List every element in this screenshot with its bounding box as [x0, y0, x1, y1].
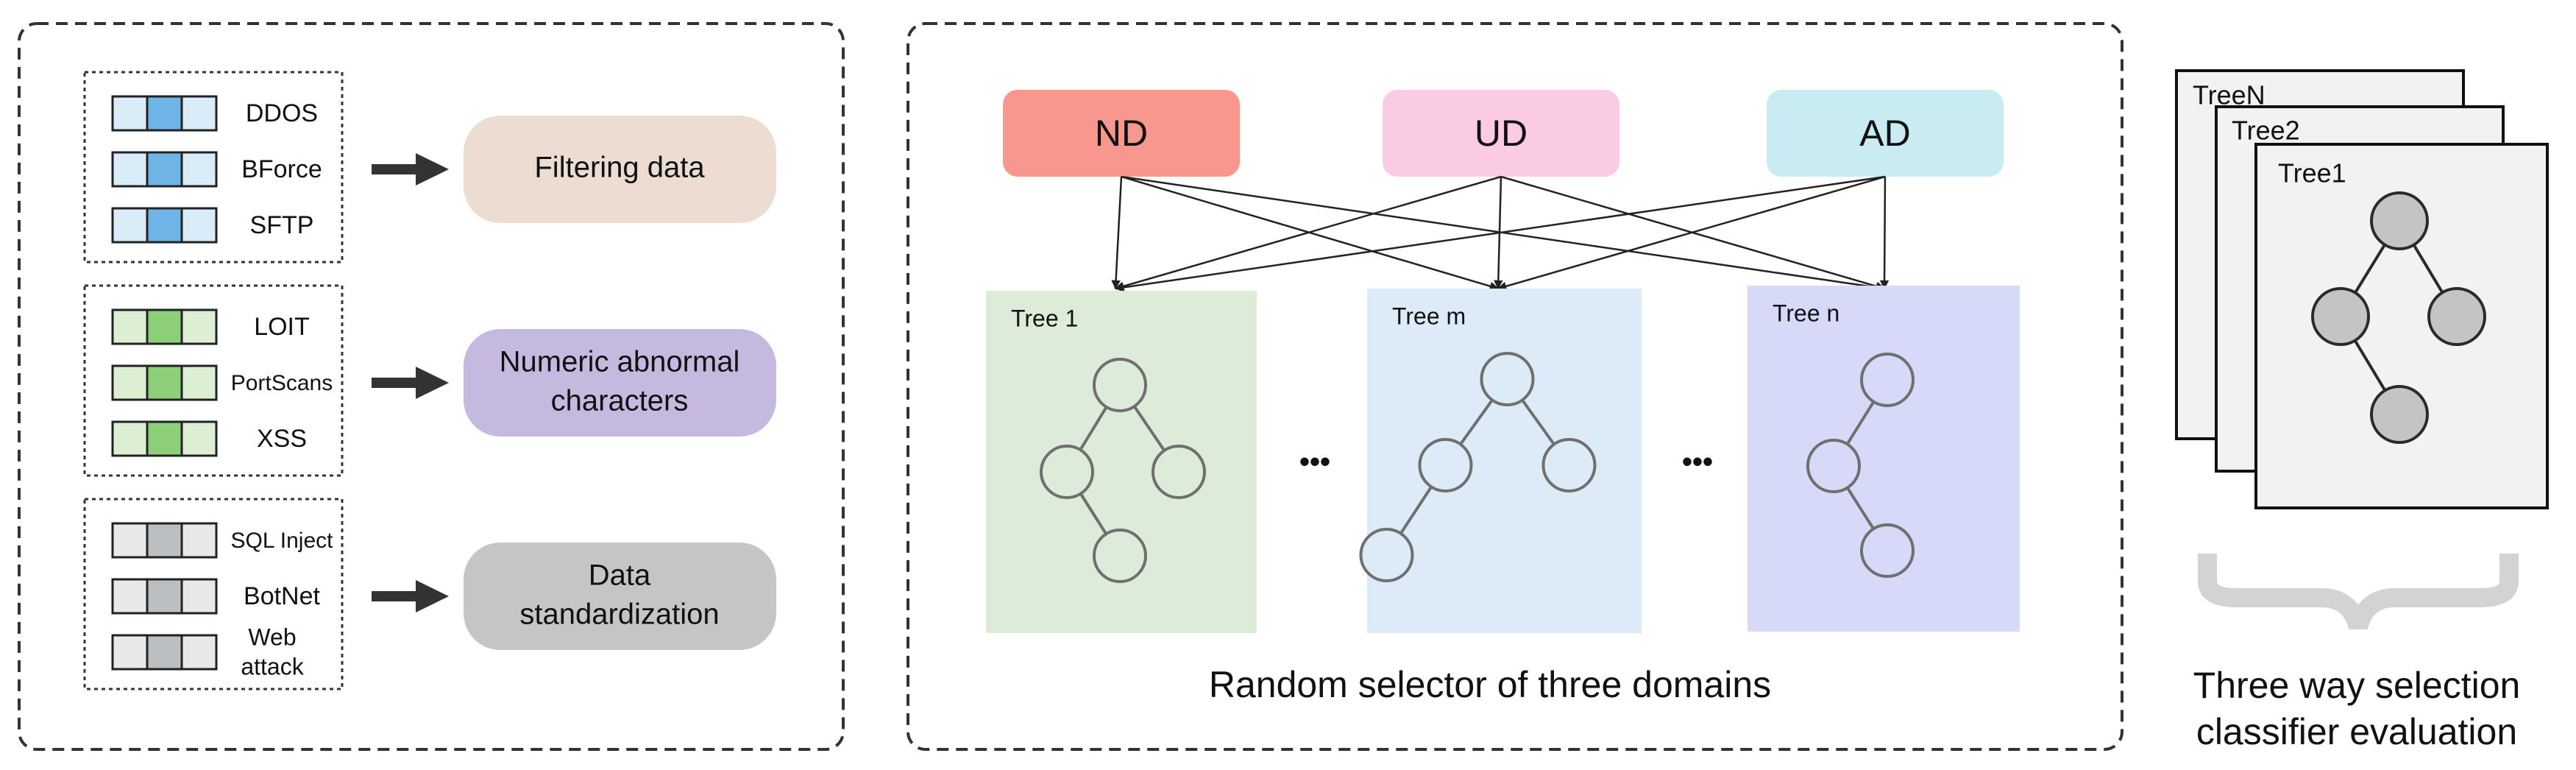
attack-group-box: [83, 498, 344, 690]
process-step-label: characters: [551, 385, 689, 417]
feature-cell: [146, 420, 183, 457]
panel-domains-frame: [906, 22, 2123, 751]
process-step-label: Data: [589, 559, 651, 592]
feature-cell: [180, 420, 218, 457]
feature-cell: [111, 207, 149, 244]
feature-cell: [111, 364, 149, 401]
process-step-pill: [464, 543, 776, 650]
tree-label: Tree m: [1392, 303, 1466, 329]
domain-label: UD: [1475, 113, 1527, 154]
tree-m-node: [1359, 528, 1414, 582]
attack-label: PortScans: [231, 371, 333, 395]
domain-to-tree-arrow: [1879, 176, 1890, 290]
process-step-pill: [464, 329, 776, 437]
feature-cell: [180, 308, 218, 345]
attack-label: LOIT: [254, 313, 310, 341]
tree-box: [1748, 286, 2020, 632]
attack-label: BotNet: [244, 582, 320, 610]
feature-cell: [146, 95, 183, 132]
tree-1-node: [1093, 529, 1147, 583]
stack-card-label: TreeN: [2193, 80, 2265, 110]
feature-cell: [111, 151, 149, 188]
eval-tree-node: [2311, 287, 2370, 346]
process-step-label: standardization: [519, 598, 719, 631]
stack-card-label: Tree1: [2278, 158, 2346, 188]
feature-cell: [180, 364, 218, 401]
arrow-head: [416, 153, 449, 186]
attack-label: BForce: [241, 155, 322, 183]
domain-box: [1003, 90, 1240, 177]
attack-label: DDOS: [246, 99, 318, 127]
attack-group-box: [83, 284, 344, 477]
arrow-head: [416, 367, 449, 399]
domain-box: [1383, 90, 1619, 177]
process-step-label: Filtering data: [534, 152, 705, 184]
domain-to-tree-arrow: [1114, 175, 1502, 291]
attack-label: attack: [241, 653, 304, 679]
eval-caption-line2: classifier evaluation: [2196, 711, 2517, 752]
tree-m-node: [1541, 438, 1597, 492]
tree-n-node: [1860, 353, 1915, 407]
feature-cell: [111, 522, 149, 559]
eval-caption-line1: Three way selection: [2193, 665, 2521, 706]
process-step-label: Numeric abnormal: [500, 346, 740, 378]
attack-label: XSS: [257, 425, 307, 453]
feature-cell: [111, 95, 149, 132]
tree-box: [1367, 289, 1642, 633]
tree-1-node: [1093, 358, 1147, 412]
ellipsis: •••: [1299, 446, 1330, 478]
tree-m-node: [1418, 438, 1473, 492]
tree-label: Tree 1: [1011, 305, 1078, 331]
feature-cell: [180, 95, 218, 132]
feature-cell: [111, 308, 149, 345]
brace: [2198, 554, 2519, 630]
feature-cell: [180, 151, 218, 188]
eval-tree-node: [2370, 385, 2429, 444]
feature-cell: [146, 308, 183, 345]
domain-to-tree-arrow: [1497, 175, 1886, 291]
domains-caption: Random selector of three domains: [1209, 664, 1771, 705]
feature-cell: [146, 522, 183, 559]
attack-label: SQL Inject: [231, 529, 334, 553]
tree-1-node: [1152, 445, 1206, 499]
feature-cell: [180, 578, 218, 615]
domain-to-tree-arrow: [1114, 175, 1886, 292]
feature-cell: [111, 634, 149, 671]
domain-to-tree-arrow: [1111, 176, 1123, 290]
tree-label: Tree n: [1773, 300, 1839, 326]
tree-n-node: [1806, 439, 1861, 493]
tree-1-node: [1040, 445, 1094, 499]
feature-cell: [146, 634, 183, 671]
feature-cell: [180, 207, 218, 244]
panel-preprocessing-frame: [18, 22, 845, 751]
domain-label: ND: [1095, 113, 1148, 154]
domain-box: [1767, 90, 2004, 177]
feature-cell: [180, 634, 218, 671]
attack-label: SFTP: [250, 211, 314, 239]
tree-n-node: [1860, 523, 1915, 578]
attack-group-box: [83, 71, 344, 264]
ellipsis: •••: [1682, 446, 1713, 478]
eval-tree-node: [2370, 191, 2429, 250]
panel-domains: ND UD AD Tree 1 Tree m Tree n ••• ••• Random sel…: [986, 90, 2020, 705]
stack-card-label: Tree2: [2232, 116, 2300, 146]
eval-tree-node: [2427, 287, 2486, 346]
feature-cell: [146, 364, 183, 401]
arrow-head: [416, 580, 449, 612]
feature-cell: [111, 420, 149, 457]
feature-cell: [146, 151, 183, 188]
attack-label: Web: [248, 624, 296, 650]
feature-cell: [146, 207, 183, 244]
feature-cell: [180, 522, 218, 559]
process-step-pill: [464, 116, 776, 223]
feature-cell: [146, 578, 183, 615]
feature-cell: [111, 578, 149, 615]
domain-label: AD: [1859, 113, 1910, 154]
tree-m-node: [1480, 352, 1535, 406]
